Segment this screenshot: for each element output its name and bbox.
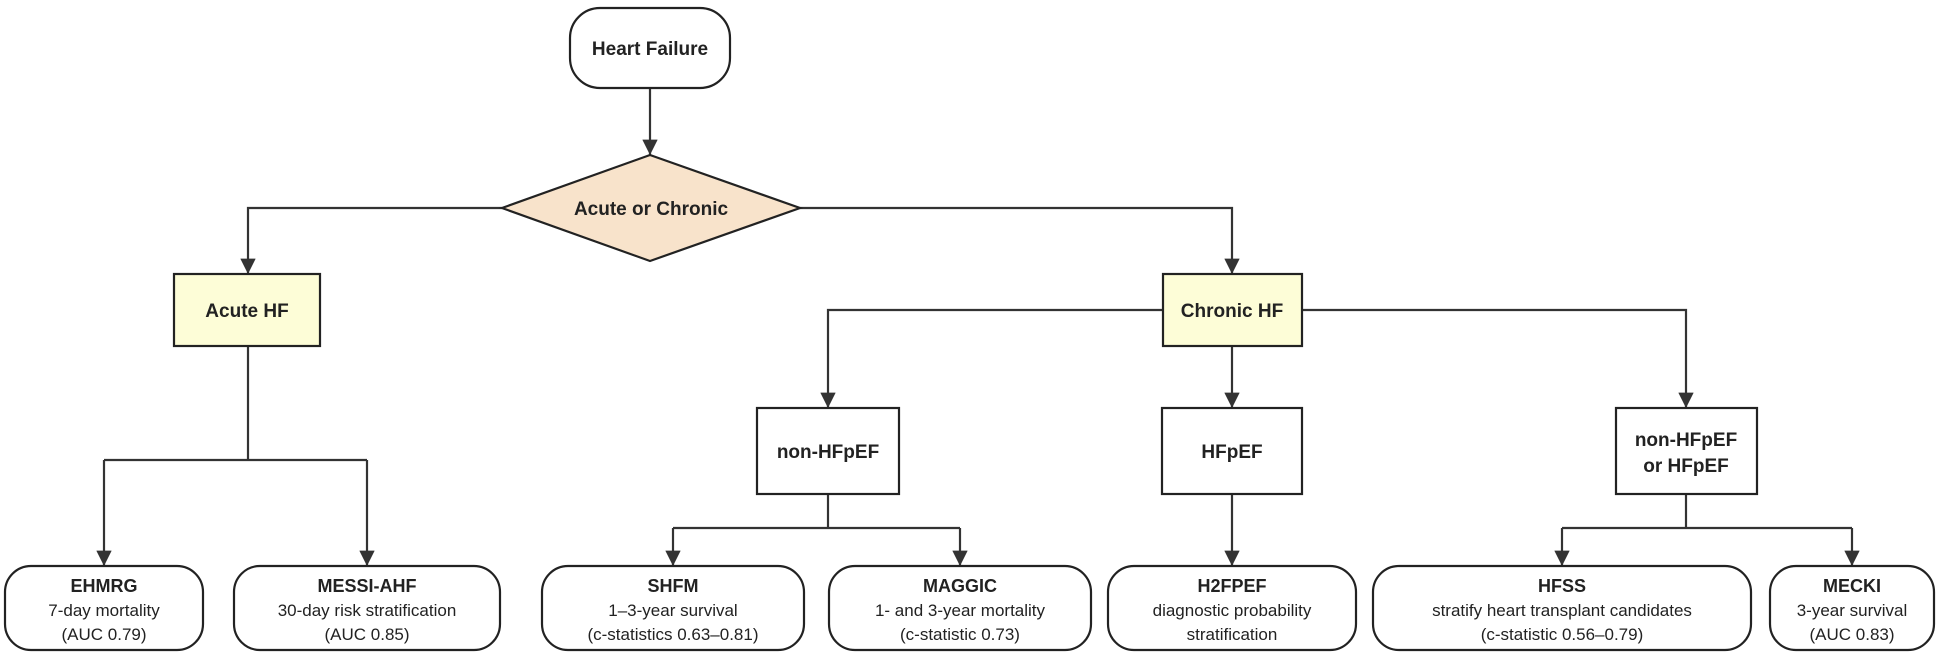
score-box <box>232 564 502 652</box>
connectors <box>96 88 1860 566</box>
score-description: diagnostic probability <box>1153 601 1312 620</box>
score-name: MESSI-AHF <box>318 576 417 596</box>
score-name: HFSS <box>1538 576 1586 596</box>
score-description: 7-day mortality <box>48 601 160 620</box>
score-metric: (c-statistic 0.73) <box>900 625 1020 644</box>
score-description: 3-year survival <box>1797 601 1908 620</box>
node-label-line-1: non-HFpEF <box>1635 430 1737 451</box>
edge-chronic-to-non-hfpef-or-hfpef <box>1302 308 1694 408</box>
score-mecki: MECKI 3-year survival (AUC 0.83) <box>1768 564 1936 652</box>
score-description: 1–3-year survival <box>608 601 737 620</box>
score-box <box>540 564 806 652</box>
score-description: 30-day risk stratification <box>278 601 457 620</box>
edge-decision-to-acute-hf <box>240 206 502 274</box>
score-metric: (AUC 0.79) <box>61 625 146 644</box>
score-description: stratify heart transplant candidates <box>1432 601 1692 620</box>
node-label-line-2: or HFpEF <box>1643 456 1729 477</box>
node-label: Heart Failure <box>592 39 708 60</box>
score-box <box>1106 564 1358 652</box>
node-non-hfpef-or-hfpef: non-HFpEF or HFpEF <box>1614 406 1759 496</box>
score-box <box>1768 564 1936 652</box>
score-name: MECKI <box>1823 576 1881 596</box>
score-messi-ahf: MESSI-AHF 30-day risk stratification (AU… <box>232 564 502 652</box>
decision-diamond <box>498 153 804 263</box>
score-name: SHFM <box>648 576 699 596</box>
node-non-hfpef: non-HFpEF <box>755 406 901 496</box>
subtype-box <box>1614 406 1759 496</box>
node-label: Acute HF <box>205 301 288 322</box>
score-name: H2FPEF <box>1197 576 1266 596</box>
subtype-box <box>755 406 901 496</box>
node-label: Acute or Chronic <box>574 199 729 220</box>
score-metric: (AUC 0.85) <box>324 625 409 644</box>
score-shfm: SHFM 1–3-year survival (c-statistics 0.6… <box>540 564 806 652</box>
subtype-box <box>1160 406 1304 496</box>
node-label: HFpEF <box>1201 442 1262 463</box>
score-box <box>1371 564 1753 652</box>
node-heart-failure: Heart Failure <box>568 6 732 90</box>
score-metric: (c-statistic 0.56–0.79) <box>1481 625 1644 644</box>
category-box <box>1161 272 1304 348</box>
node-label: non-HFpEF <box>777 442 879 463</box>
node-acute-hf: Acute HF <box>172 272 322 348</box>
node-hfpef: HFpEF <box>1160 406 1304 496</box>
score-metric: (AUC 0.83) <box>1809 625 1894 644</box>
terminal-box <box>568 6 732 90</box>
score-box <box>3 564 205 652</box>
node-chronic-hf: Chronic HF <box>1161 272 1304 348</box>
edge-decision-to-chronic-hf <box>800 206 1240 274</box>
edge-chronic-to-non-hfpef <box>820 308 1163 408</box>
category-box <box>172 272 322 348</box>
score-metric: (c-statistics 0.63–0.81) <box>587 625 758 644</box>
score-maggic: MAGGIC 1- and 3-year mortality (c-statis… <box>827 564 1093 652</box>
score-name: MAGGIC <box>923 576 997 596</box>
score-description: 1- and 3-year mortality <box>875 601 1046 620</box>
score-hfss: HFSS stratify heart transplant candidate… <box>1371 564 1753 652</box>
node-acute-or-chronic-decision: Acute or Chronic <box>498 153 804 263</box>
score-metric: stratification <box>1187 625 1278 644</box>
score-name: EHMRG <box>71 576 138 596</box>
score-box <box>827 564 1093 652</box>
node-label: Chronic HF <box>1181 301 1283 322</box>
score-h2fpef: H2FPEF diagnostic probability stratifica… <box>1106 564 1358 652</box>
score-ehmrg: EHMRG 7-day mortality (AUC 0.79) <box>3 564 205 652</box>
